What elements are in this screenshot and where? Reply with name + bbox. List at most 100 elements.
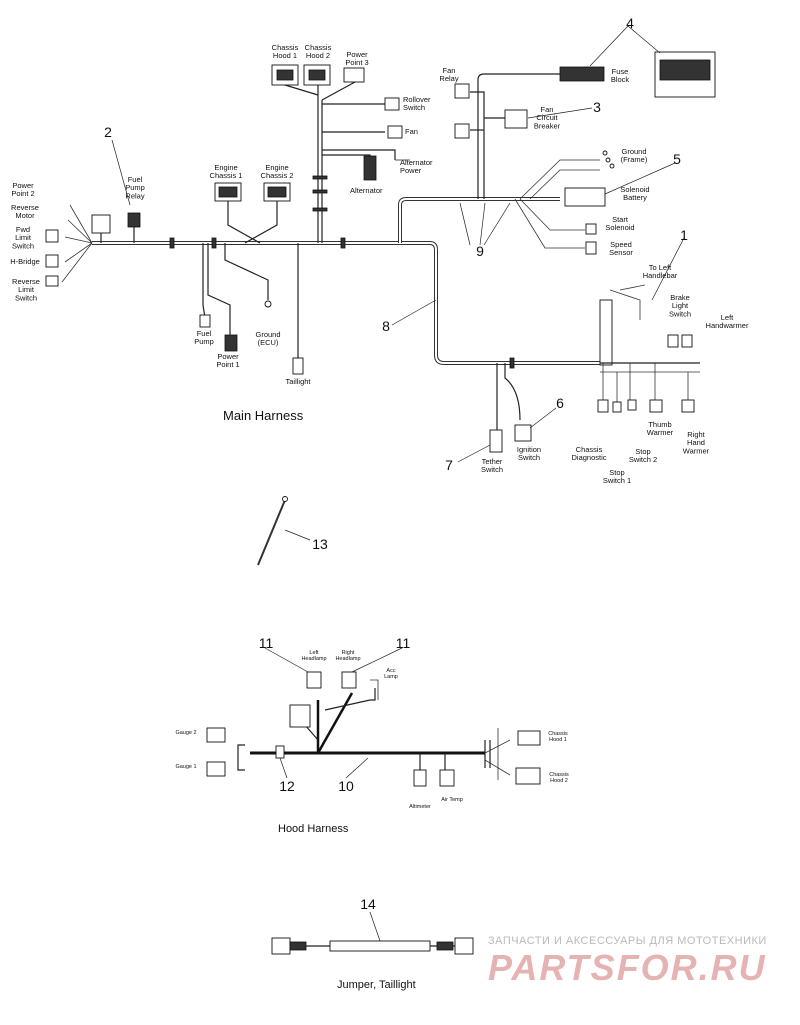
solenoid-battery-terminal bbox=[564, 187, 606, 207]
main-label-ground-ecu: Ground(ECU) bbox=[255, 330, 280, 347]
hood-harness bbox=[206, 647, 541, 787]
callout-n12: 12 bbox=[279, 778, 295, 794]
chassis-hood-2-connector-hood bbox=[515, 767, 541, 785]
air-temp-connector bbox=[439, 769, 455, 787]
fuel-pump-relay-connector bbox=[127, 212, 141, 228]
callout-n3: 3 bbox=[593, 99, 601, 115]
callout-n9: 9 bbox=[476, 243, 484, 259]
fuse-block bbox=[559, 66, 605, 82]
ignition-switch-connector bbox=[514, 424, 532, 442]
thumb-warmer-connector bbox=[649, 399, 663, 413]
main-label-alternator: Alternator bbox=[350, 186, 383, 195]
jumper-left-connector bbox=[271, 937, 291, 955]
right-hand-warmer-connector bbox=[681, 399, 695, 413]
stop-switch-2-connector bbox=[627, 399, 637, 411]
h-bridge-connector bbox=[45, 254, 59, 268]
watermark-brand: PARTSFOR.RU bbox=[488, 947, 767, 988]
harness-left-end-connector bbox=[91, 214, 111, 234]
hood-label-air-temp: Air Temp bbox=[441, 797, 463, 803]
callout-n8: 8 bbox=[382, 318, 390, 334]
callout-n2: 2 bbox=[104, 124, 112, 140]
alternator-connector bbox=[363, 155, 377, 181]
watermark-tagline: ЗАПЧАСТИ И АКСЕССУАРЫ ДЛЯ МОТОТЕХНИКИ bbox=[488, 935, 767, 947]
hood-harness-title: Hood Harness bbox=[278, 823, 349, 835]
fuel-pump-connector bbox=[199, 314, 211, 328]
main-harness bbox=[45, 25, 716, 463]
gauge-1-connector bbox=[206, 761, 226, 777]
callout-n1: 1 bbox=[680, 227, 688, 243]
power-point-1-connector bbox=[224, 334, 238, 352]
taillight-connector bbox=[292, 357, 304, 375]
item-13 bbox=[257, 496, 311, 566]
power-point-3-connector bbox=[343, 67, 365, 83]
fwd-limit-switch-connector bbox=[45, 229, 59, 243]
fan-circuit-connector bbox=[454, 123, 470, 139]
chassis-hood-1-connector-hood bbox=[517, 730, 541, 746]
callout-n5: 5 bbox=[673, 151, 681, 167]
altimeter-connector bbox=[413, 769, 427, 787]
stop-switch-1-connector bbox=[612, 401, 622, 413]
fan-relay-connector bbox=[454, 83, 470, 99]
main-label-ground-frame: Ground(Frame) bbox=[621, 147, 648, 164]
main-harness-title: Main Harness bbox=[223, 408, 304, 423]
callout-n13: 13 bbox=[312, 536, 328, 552]
left-headlamp-connector bbox=[306, 671, 322, 689]
main-label-fan: Fan bbox=[405, 127, 418, 136]
tether-switch-connector bbox=[489, 429, 503, 453]
start-solenoid-connector bbox=[585, 223, 597, 235]
callout-n6: 6 bbox=[556, 395, 564, 411]
callout-n11b: 11 bbox=[396, 635, 411, 651]
rollover-switch-connector bbox=[384, 97, 400, 111]
ground-ecu-terminal bbox=[264, 300, 272, 308]
callout-n4: 4 bbox=[626, 15, 634, 31]
jumper-sleeve bbox=[329, 940, 431, 952]
brake-light-switch-connector bbox=[667, 334, 679, 348]
hood-harness-jumper-12 bbox=[275, 745, 285, 759]
jumper-right-connector bbox=[454, 937, 474, 955]
chassis-diagnostic-connector bbox=[597, 399, 609, 413]
left-handwarmer-connector bbox=[681, 334, 693, 348]
right-headlamp-connector bbox=[341, 671, 357, 689]
hood-junction-block bbox=[289, 704, 311, 728]
fan-connector bbox=[387, 125, 403, 139]
fan-circuit-breaker bbox=[504, 109, 528, 129]
left-handlebar-mount bbox=[599, 299, 613, 366]
main-label-taillight: Taillight bbox=[285, 377, 311, 386]
callout-n14: 14 bbox=[360, 896, 376, 912]
callout-n7: 7 bbox=[445, 457, 453, 473]
hood-label-gauge-1: Gauge 1 bbox=[175, 764, 196, 770]
